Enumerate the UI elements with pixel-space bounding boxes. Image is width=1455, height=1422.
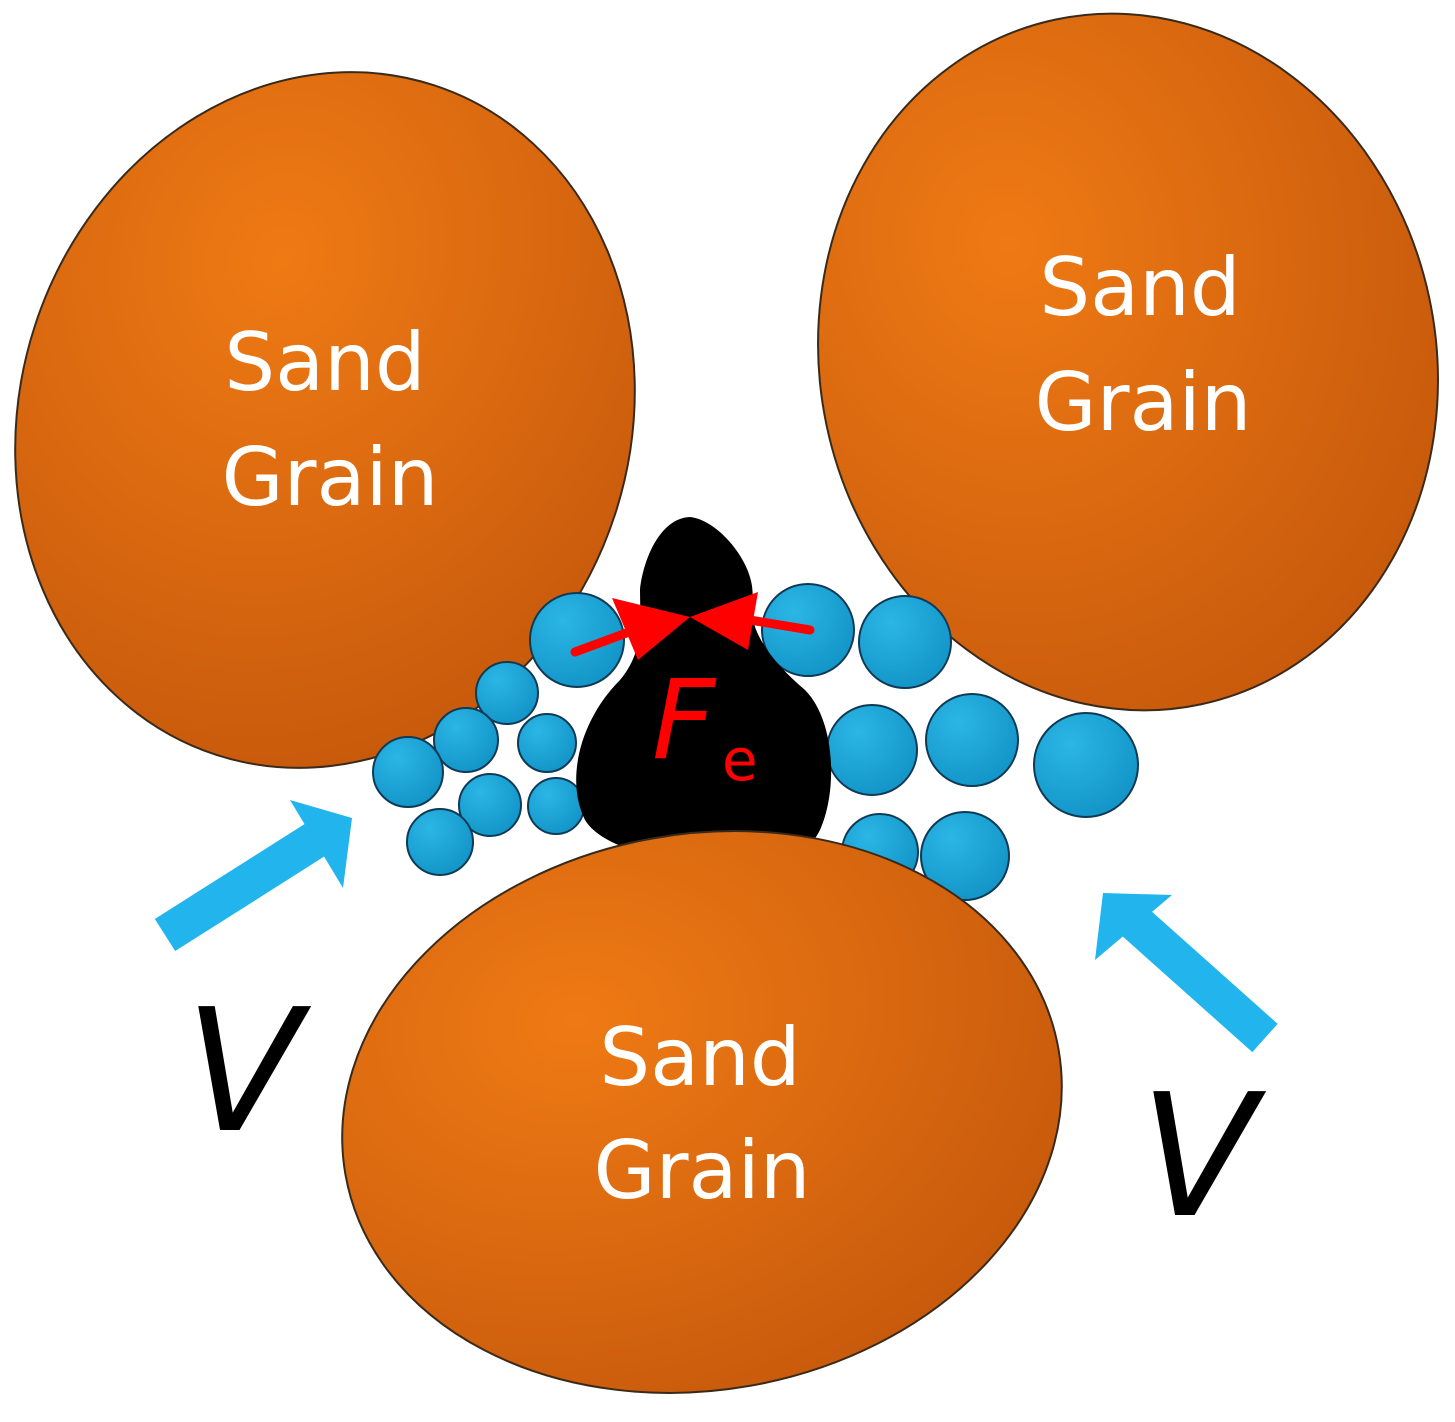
force-label-main: F xyxy=(652,656,717,784)
water-droplet xyxy=(920,811,1010,901)
flow-label-right: V xyxy=(1140,1058,1267,1256)
grain-label-top-right-line1: Sand xyxy=(1039,241,1240,334)
fine-particle xyxy=(576,517,832,872)
force-arrow-right-head xyxy=(690,592,758,650)
grain-label-bottom-line1: Sand xyxy=(599,1011,800,1104)
water-droplet xyxy=(1033,712,1139,818)
flow-arrow-left-head xyxy=(290,800,352,888)
sand-grain-bottom xyxy=(341,830,1063,1394)
flow-arrow-right-shaft xyxy=(1122,907,1278,1053)
water-droplet xyxy=(529,592,625,688)
water-droplets-left xyxy=(372,592,625,876)
flow-label-left: V xyxy=(185,973,312,1171)
water-droplet xyxy=(925,693,1019,787)
electrostatic-force-arrows xyxy=(570,592,815,660)
water-droplet xyxy=(527,777,585,835)
water-droplet xyxy=(826,704,918,796)
force-label-subscript: e xyxy=(722,726,758,794)
flow-arrow-right xyxy=(1095,893,1278,1053)
sand-grain-top-left xyxy=(14,71,636,769)
water-droplet xyxy=(406,808,474,876)
flow-arrow-right-head xyxy=(1095,893,1172,960)
water-droplet xyxy=(372,736,444,808)
force-arrow-left-head xyxy=(612,598,690,660)
water-droplet xyxy=(433,707,499,773)
grain-label-top-left-line1: Sand xyxy=(224,316,425,409)
flow-arrow-left xyxy=(154,800,352,952)
flow-arrow-left-shaft xyxy=(154,821,329,952)
sand-grain-top-right xyxy=(817,12,1439,712)
water-droplet xyxy=(517,713,577,773)
grain-label-top-left-line2: Grain xyxy=(222,431,439,524)
water-droplet xyxy=(475,661,539,725)
grain-label-top-right-line2: Grain xyxy=(1035,356,1252,449)
grain-label-bottom-line2: Grain xyxy=(594,1124,811,1217)
water-droplet xyxy=(858,595,952,689)
water-droplet xyxy=(458,773,522,837)
